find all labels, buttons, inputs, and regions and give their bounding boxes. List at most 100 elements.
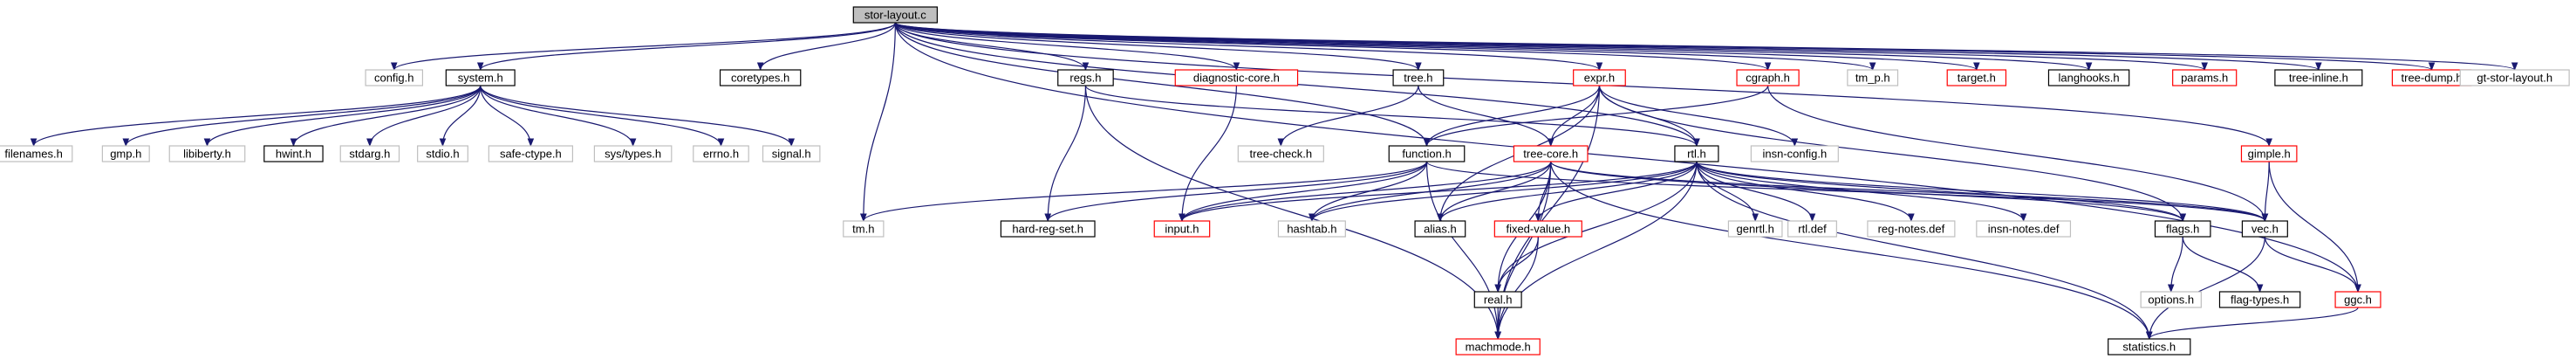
node-rtl-h[interactable]: rtl.h — [1674, 145, 1719, 162]
node-label: alias.h — [1424, 223, 1457, 236]
node-ggc-h[interactable]: ggc.h — [2334, 291, 2381, 308]
node-stdarg-h[interactable]: stdarg.h — [339, 145, 400, 162]
edge-diagnostic-core-h-to-input-h — [1179, 85, 1238, 222]
edge-function-h-to-vec-h — [1425, 161, 2268, 222]
node-fixed-value-h[interactable]: fixed-value.h — [1493, 220, 1582, 238]
edge-stor-layout-c-to-langhooks-h — [894, 22, 2092, 71]
node-label: libiberty.h — [183, 148, 231, 161]
node-hwint-h[interactable]: hwint.h — [263, 145, 324, 162]
node-gmp-h[interactable]: gmp.h — [101, 145, 150, 162]
node-tree-dump-h[interactable]: tree-dump.h — [2391, 69, 2472, 86]
node-statistics-h[interactable]: statistics.h — [2108, 338, 2191, 356]
node-label: hashtab.h — [1287, 223, 1336, 236]
node-tree-inline-h[interactable]: tree-inline.h — [2274, 69, 2363, 86]
node-langhooks-h[interactable]: langhooks.h — [2047, 69, 2130, 86]
node-label: machmode.h — [1466, 341, 1531, 354]
node-box — [445, 69, 516, 86]
node-config-h[interactable]: config.h — [365, 69, 424, 86]
node-box — [1787, 220, 1837, 238]
node-vec-h[interactable]: vec.h — [2241, 220, 2288, 238]
edge-flags-h-to-options-h — [2167, 236, 2183, 293]
node-cgraph-h[interactable]: cgraph.h — [1736, 69, 1800, 86]
edge-cgraph-h-to-function-h — [1423, 85, 1769, 147]
node-insn-notes-def[interactable]: insn-notes.def — [1976, 220, 2072, 238]
node-real-h[interactable]: real.h — [1473, 291, 1522, 308]
node-stdio-h[interactable]: stdio.h — [417, 145, 468, 162]
node-input-h[interactable]: input.h — [1153, 220, 1211, 238]
edge-stor-layout-c-to-system-h — [477, 22, 896, 71]
edge-stor-layout-c-to-target-h — [894, 22, 1980, 71]
node-label: config.h — [374, 72, 414, 85]
node-label: target.h — [1958, 72, 1996, 85]
node-hard-reg-set-h[interactable]: hard-reg-set.h — [1000, 220, 1096, 238]
node-libiberty-h[interactable]: libiberty.h — [168, 145, 246, 162]
edge-expr-h-to-flags-h — [1598, 85, 2186, 222]
node-system-h[interactable]: system.h — [445, 69, 516, 86]
node-options-h[interactable]: options.h — [2140, 291, 2202, 308]
node-alias-h[interactable]: alias.h — [1414, 220, 1466, 238]
node-label: coretypes.h — [731, 72, 789, 85]
edge-vec-h-to-ggc-h — [2264, 236, 2361, 293]
node-tree-core-h[interactable]: tree-core.h — [1513, 145, 1589, 162]
node-hashtab-h[interactable]: hashtab.h — [1277, 220, 1346, 238]
edge-rtl-h-to-input-h — [1179, 161, 1698, 222]
edge-stor-layout-c-to-coretypes-h — [756, 22, 896, 71]
node-errno-h[interactable]: errno.h — [693, 145, 749, 162]
node-signal-h[interactable]: signal.h — [762, 145, 821, 162]
node-filenames-h[interactable]: filenames.h — [0, 145, 73, 162]
node-flag-types-h[interactable]: flag-types.h — [2218, 291, 2301, 308]
node-label: sys/types.h — [605, 148, 661, 161]
edge-rtl-h-to-reg-notes-def — [1696, 161, 1915, 222]
node-gt-stor-layout-h[interactable]: gt-stor-layout.h — [2459, 69, 2570, 86]
node-sys-types-h[interactable]: sys/types.h — [593, 145, 673, 162]
node-function-h[interactable]: function.h — [1388, 145, 1466, 162]
edge-system-h-to-safe-ctype-h — [480, 85, 535, 147]
node-label: diagnostic-core.h — [1193, 72, 1280, 85]
edge-gimple-h-to-ggc-h — [2268, 161, 2361, 293]
edge-vec-h-to-statistics-h — [2145, 236, 2265, 340]
edge-flags-h-to-flag-types-h — [2182, 236, 2264, 293]
node-regs-h[interactable]: regs.h — [1057, 69, 1114, 86]
node-coretypes-h[interactable]: coretypes.h — [719, 69, 802, 86]
node-box — [1727, 220, 1783, 238]
node-tm-h[interactable]: tm.h — [843, 220, 885, 238]
node-label: langhooks.h — [2059, 72, 2120, 85]
node-label: options.h — [2148, 293, 2194, 307]
node-insn-config-h[interactable]: insn-config.h — [1750, 145, 1839, 162]
edge-regs-h-to-hard-reg-set-h — [1044, 85, 1087, 222]
edge-rtl-h-to-statistics-h — [1696, 161, 2153, 340]
edge-function-h-to-input-h — [1179, 161, 1428, 222]
node-safe-ctype-h[interactable]: safe-ctype.h — [488, 145, 574, 162]
edge-rtl-h-to-real-h — [1494, 161, 1698, 293]
edge-tree-core-h-to-vec-h — [1550, 161, 2269, 222]
edge-rtl-h-to-vec-h — [1696, 161, 2269, 222]
node-tree-h[interactable]: tree.h — [1392, 69, 1445, 86]
node-machmode-h[interactable]: machmode.h — [1455, 338, 1541, 356]
edge-stor-layout-c-to-tree-h — [894, 22, 1422, 71]
node-rtl-def[interactable]: rtl.def — [1787, 220, 1837, 238]
node-reg-notes-def[interactable]: reg-notes.def — [1867, 220, 1956, 238]
node-expr-h[interactable]: expr.h — [1573, 69, 1626, 86]
node-label: insn-notes.def — [1988, 223, 2060, 236]
node-tm-p-h[interactable]: tm_p.h — [1847, 69, 1899, 86]
node-box — [488, 145, 574, 162]
node-label: tree-dump.h — [2402, 72, 2463, 85]
node-tree-check-h[interactable]: tree-check.h — [1237, 145, 1324, 162]
node-label: function.h — [1402, 148, 1451, 161]
node-box — [1455, 338, 1541, 356]
node-params-h[interactable]: params.h — [2172, 69, 2238, 86]
node-box — [693, 145, 749, 162]
node-box — [1388, 145, 1466, 162]
node-gimple-h[interactable]: gimple.h — [2240, 145, 2298, 162]
node-label: statistics.h — [2122, 341, 2176, 354]
node-label: gt-stor-layout.h — [2477, 72, 2552, 85]
node-target-h[interactable]: target.h — [1946, 69, 2007, 86]
node-flags-h[interactable]: flags.h — [2154, 220, 2211, 238]
node-diagnostic-core-h[interactable]: diagnostic-core.h — [1174, 69, 1299, 86]
node-label: vec.h — [2251, 223, 2279, 236]
node-layer: stor-layout.c config.h system.h coretypes.h… — [0, 6, 2570, 356]
node-genrtl-h[interactable]: genrtl.h — [1727, 220, 1783, 238]
node-stor-layout-c[interactable]: stor-layout.c — [852, 6, 938, 24]
edge-rtl-h-to-hashtab-h — [1308, 161, 1698, 222]
node-label: hard-reg-set.h — [1012, 223, 1083, 236]
